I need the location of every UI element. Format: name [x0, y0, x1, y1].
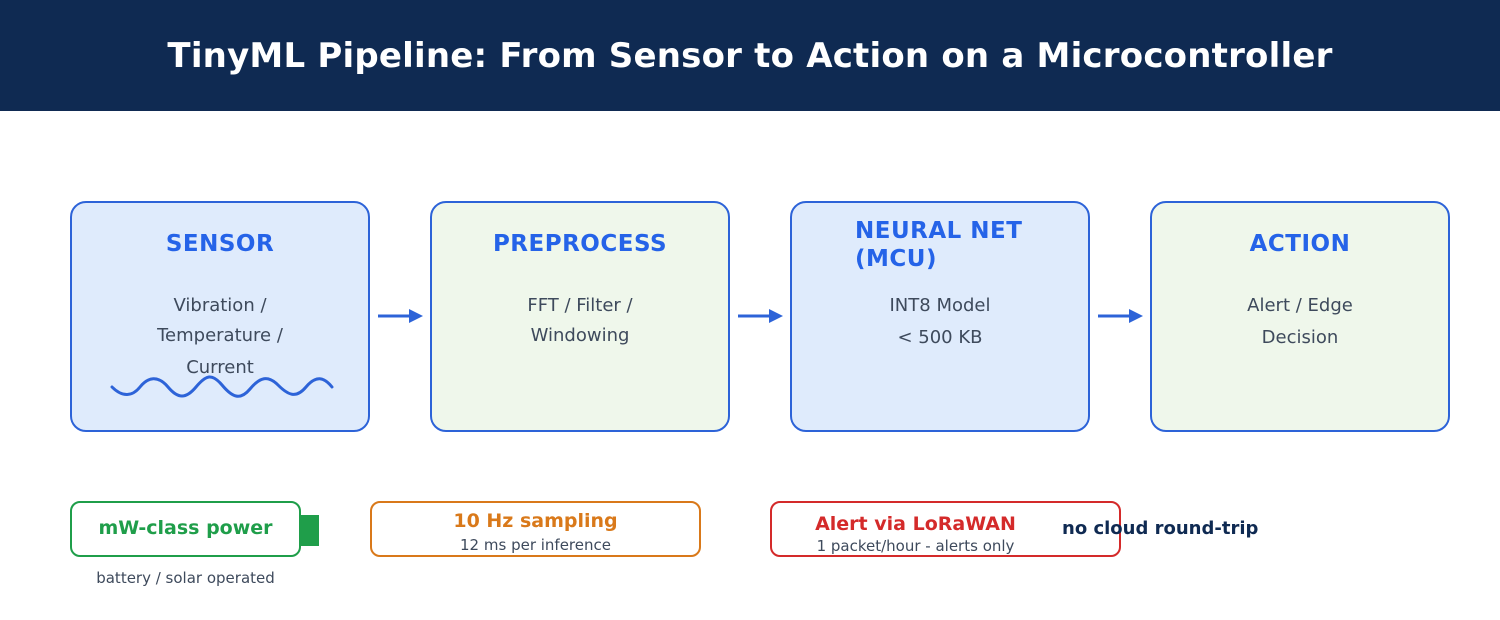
stage-action: ACTION Alert / Edge Decision	[1150, 201, 1450, 432]
alert-label: Alert via LoRaWAN	[815, 513, 1016, 535]
arrow-right-icon	[1098, 309, 1143, 323]
stage-description-line: < 500 KB	[897, 327, 983, 348]
stage-description-line: INT8 Model	[889, 295, 991, 316]
stage-title: ACTION	[1249, 231, 1351, 257]
stage-title: PREPROCESS	[492, 231, 668, 257]
stage-title: SENSOR	[165, 231, 275, 257]
sampling-badge: 10 Hz sampling 12 ms per inference	[370, 501, 701, 557]
arrow-right-icon	[378, 309, 423, 323]
stage-description-line: Current	[186, 357, 254, 378]
power-badge: mW-class power	[70, 501, 301, 557]
stage-description: FFT / Filter / Windowing	[442, 291, 718, 351]
stage-description-line: Windowing	[530, 325, 630, 346]
stage-description: INT8 Model < 500 KB	[802, 291, 1078, 355]
sampling-label: 10 Hz sampling	[453, 510, 618, 532]
sine-wave-icon	[110, 375, 334, 398]
stage-description-line: Alert / Edge	[1247, 295, 1353, 316]
stage-title-line: (MCU)	[855, 246, 937, 272]
stage-description: Alert / Edge Decision	[1162, 291, 1438, 355]
stage-description-line: FFT / Filter /	[527, 295, 633, 316]
stage-description-line: Temperature /	[157, 325, 283, 346]
page-title: TinyML Pipeline: From Sensor to Action o…	[167, 35, 1333, 76]
stage-neural-net: NEURAL NET (MCU) INT8 Model < 500 KB	[790, 201, 1090, 432]
header-banner: TinyML Pipeline: From Sensor to Action o…	[0, 0, 1500, 111]
stage-description: Vibration / Temperature / Current	[82, 291, 358, 385]
stage-title-line: NEURAL NET	[855, 218, 1023, 244]
arrow-right-icon	[738, 309, 783, 323]
stage-description-line: Vibration /	[173, 295, 267, 316]
stage-description-line: Decision	[1261, 327, 1339, 348]
power-label: mW-class power	[98, 517, 273, 539]
battery-icon	[300, 515, 319, 546]
stage-title: NEURAL NET (MCU)	[855, 217, 1055, 273]
cloud-note: no cloud round-trip	[1062, 518, 1259, 539]
stage-sensor: SENSOR Vibration / Temperature / Current	[70, 201, 370, 432]
stage-preprocess: PREPROCESS FFT / Filter / Windowing	[430, 201, 730, 432]
power-caption: battery / solar operated	[96, 569, 275, 587]
alert-subtext: 1 packet/hour - alerts only	[816, 537, 1015, 555]
alert-badge: Alert via LoRaWAN 1 packet/hour - alerts…	[770, 501, 1121, 557]
sampling-subtext: 12 ms per inference	[460, 536, 611, 554]
